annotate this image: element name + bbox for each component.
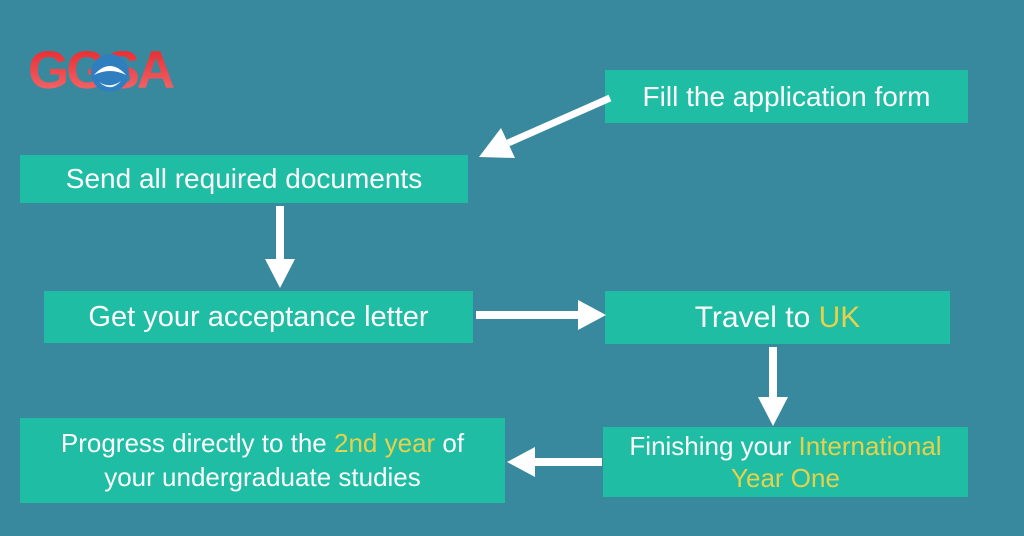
step-text-segment: your undergraduate studies bbox=[104, 461, 421, 492]
arrow-travel-to-finishing bbox=[758, 347, 788, 426]
step-text-segment: Finishing your bbox=[629, 430, 799, 461]
step-text-accent-segment: 2nd year bbox=[334, 427, 436, 458]
step-text-accent-segment: International bbox=[798, 430, 942, 461]
step-progress-to-2nd-year: Progress directly to the 2nd year of you… bbox=[20, 418, 505, 503]
step-text-line2: your undergraduate studies bbox=[104, 461, 421, 495]
step-text-segment: of bbox=[435, 427, 465, 458]
step-text: Travel to UK bbox=[695, 301, 861, 335]
step-text-segment: Travel to bbox=[694, 300, 819, 334]
step-text-segment: Send all required documents bbox=[65, 163, 423, 194]
step-text: Send all required documents bbox=[66, 163, 422, 195]
arrow-finishing-to-progress bbox=[507, 447, 602, 477]
step-fill-application-form: Fill the application form bbox=[605, 70, 968, 123]
step-travel-to-uk: Travel to UK bbox=[605, 291, 950, 344]
step-send-required-documents: Send all required documents bbox=[20, 155, 468, 203]
arrow-fill-to-send bbox=[479, 94, 612, 158]
arrow-send-to-get bbox=[265, 206, 295, 288]
step-text-segment: Progress directly to the bbox=[60, 427, 334, 458]
step-text: Get your acceptance letter bbox=[88, 301, 428, 334]
step-text-accent-segment: UK bbox=[818, 300, 861, 334]
arrow-get-to-travel bbox=[476, 300, 606, 330]
step-get-acceptance-letter: Get your acceptance letter bbox=[44, 291, 473, 343]
step-text-segment: Fill the application form bbox=[642, 80, 931, 112]
step-text-line2: Year One bbox=[731, 462, 840, 495]
step-text: Fill the application form bbox=[643, 81, 931, 113]
ggsa-logo: GGSA bbox=[28, 41, 177, 100]
globe-icon bbox=[91, 54, 129, 92]
step-text-accent-segment: Year One bbox=[731, 463, 840, 493]
step-text-line1: Finishing your International bbox=[629, 430, 941, 463]
step-finishing-international-year-one: Finishing your International Year One bbox=[603, 427, 968, 497]
step-text-segment: Get your acceptance letter bbox=[88, 300, 429, 333]
step-text-line1: Progress directly to the 2nd year of bbox=[61, 427, 464, 461]
